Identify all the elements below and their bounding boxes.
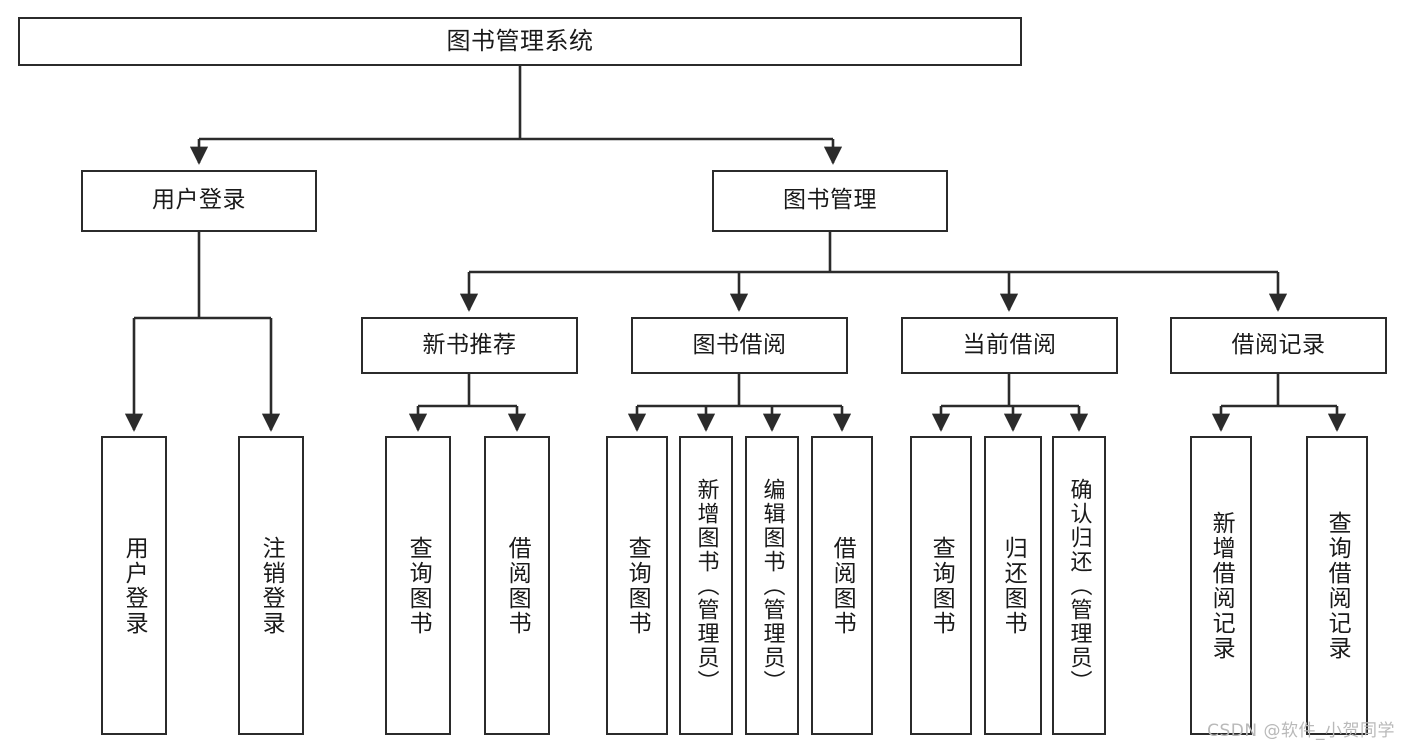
watermark: CSDN @软件_小贺同学 — [1207, 721, 1395, 741]
node-root[interactable]: 图书管理系统 — [18, 17, 1022, 66]
node-leaf-confirm-return-label: 确认归还（管理员） — [1066, 477, 1092, 694]
node-user-login-label: 用户登录 — [152, 187, 246, 214]
node-leaf-add-record[interactable]: 新增借阅记录 — [1190, 436, 1252, 735]
node-borrow-record-label: 借阅记录 — [1231, 331, 1326, 358]
node-book-mgmt-label: 图书管理 — [783, 187, 877, 214]
node-leaf-user-login-label: 用户登录 — [121, 535, 148, 636]
node-leaf-query-book-1[interactable]: 查询图书 — [385, 436, 451, 735]
node-leaf-query-book-3[interactable]: 查询图书 — [910, 436, 972, 735]
node-book-mgmt[interactable]: 图书管理 — [712, 170, 948, 232]
node-leaf-add-book[interactable]: 新增图书（管理员） — [679, 436, 733, 735]
node-book-borrow-label: 图书借阅 — [692, 331, 787, 358]
node-leaf-edit-book-label: 编辑图书（管理员） — [759, 477, 785, 694]
node-borrow-record[interactable]: 借阅记录 — [1170, 317, 1387, 374]
node-leaf-query-book-1-label: 查询图书 — [405, 535, 432, 636]
node-new-book-rec-label: 新书推荐 — [422, 331, 517, 358]
node-current-borrow[interactable]: 当前借阅 — [901, 317, 1118, 374]
node-leaf-user-login[interactable]: 用户登录 — [101, 436, 167, 735]
node-user-login[interactable]: 用户登录 — [81, 170, 317, 232]
node-leaf-borrow-book-1-label: 借阅图书 — [504, 535, 531, 636]
node-root-label: 图书管理系统 — [446, 27, 594, 56]
node-leaf-borrow-book-2-label: 借阅图书 — [829, 535, 856, 636]
node-leaf-logout[interactable]: 注销登录 — [238, 436, 304, 735]
node-leaf-query-book-2-label: 查询图书 — [624, 535, 651, 636]
node-leaf-query-record[interactable]: 查询借阅记录 — [1306, 436, 1368, 735]
node-leaf-add-record-label: 新增借阅记录 — [1208, 510, 1235, 661]
node-leaf-edit-book[interactable]: 编辑图书（管理员） — [745, 436, 799, 735]
node-leaf-return-book-label: 归还图书 — [1000, 535, 1027, 636]
node-book-borrow[interactable]: 图书借阅 — [631, 317, 848, 374]
node-leaf-query-book-3-label: 查询图书 — [928, 535, 955, 636]
node-leaf-query-book-2[interactable]: 查询图书 — [606, 436, 668, 735]
node-leaf-borrow-book-1[interactable]: 借阅图书 — [484, 436, 550, 735]
node-leaf-confirm-return[interactable]: 确认归还（管理员） — [1052, 436, 1106, 735]
node-leaf-query-record-label: 查询借阅记录 — [1324, 510, 1351, 661]
node-current-borrow-label: 当前借阅 — [962, 331, 1057, 358]
node-leaf-borrow-book-2[interactable]: 借阅图书 — [811, 436, 873, 735]
node-leaf-logout-label: 注销登录 — [258, 535, 285, 636]
node-new-book-rec[interactable]: 新书推荐 — [361, 317, 578, 374]
node-leaf-add-book-label: 新增图书（管理员） — [693, 477, 719, 694]
node-leaf-return-book[interactable]: 归还图书 — [984, 436, 1042, 735]
